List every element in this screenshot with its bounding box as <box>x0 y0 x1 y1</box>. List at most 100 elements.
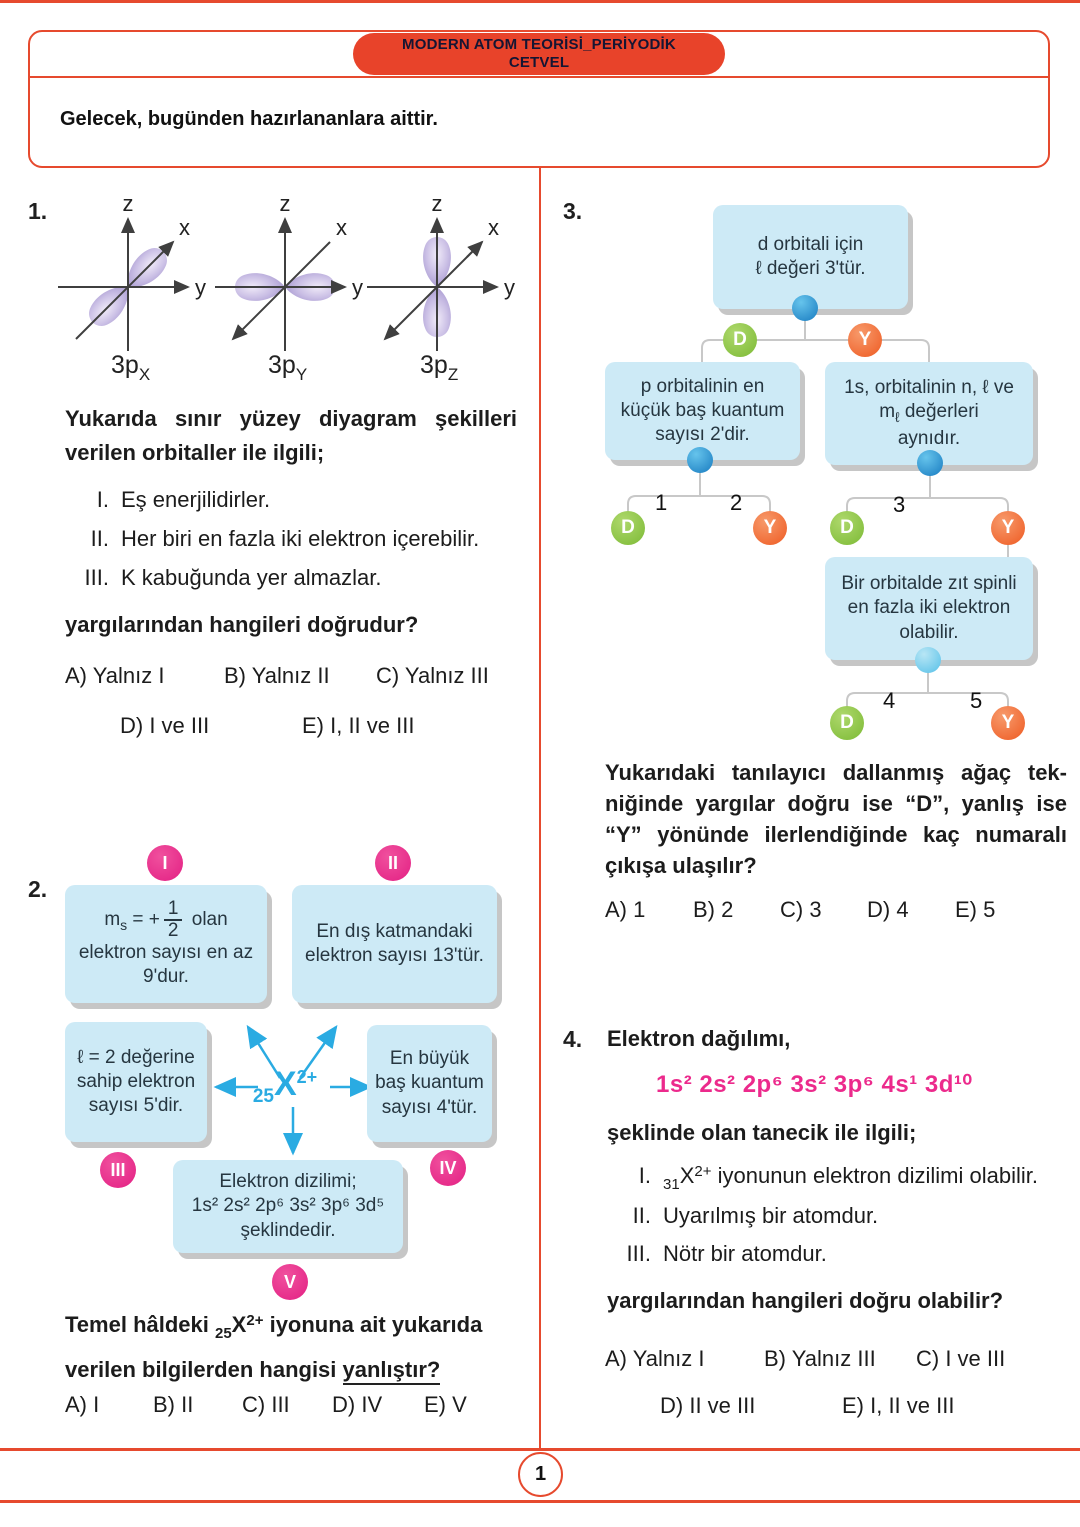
top-border-line <box>0 0 1080 3</box>
q1-item-2: II. Her biri en fazla iki elektron içere… <box>65 526 517 552</box>
q1-stem-line2: verilen orbitaller ile ilgili; <box>65 440 325 465</box>
q3-right-line2: mℓ değerleri <box>879 401 979 425</box>
q2-option-a: A) I <box>65 1392 100 1417</box>
q2-box2-line1: En dış katmandaki <box>316 920 473 942</box>
orbital-3px: z x y 3pX <box>58 193 206 384</box>
item-numeral: I. <box>96 487 109 512</box>
q3-option-a: A) 1 <box>605 897 646 922</box>
q2-badge-4: IV <box>430 1150 466 1186</box>
q3-right-box: 1s, orbitalinin n, ℓ ve mℓ değerleri ayn… <box>825 362 1033 465</box>
q3-option-b: B) 2 <box>693 897 734 922</box>
q3-right-line3: aynıdır. <box>897 427 961 449</box>
item-numeral: II. <box>632 1203 651 1228</box>
q3-leaf-line1: Bir orbitalde zıt spinli <box>841 573 1017 595</box>
branch-d-badge: D <box>830 706 864 740</box>
x-axis-label: x <box>488 215 499 240</box>
x-axis-label: x <box>179 215 190 240</box>
q4-item-1: I. 31X2+ iyonunun elektron dizilimi olab… <box>607 1163 1069 1193</box>
orbital-label: 3pX <box>111 351 150 384</box>
q1-option-c: C) Yalnız III <box>376 663 489 688</box>
q4-item-3: III. Nötr bir atomdur. <box>607 1241 1069 1267</box>
q2-badge-1: I <box>147 845 183 881</box>
x-axis <box>383 241 483 341</box>
tree-node <box>687 447 713 473</box>
q3-question-line1: Yukarıdaki tanılayıcı dallanmış ağaç tek… <box>605 760 1067 785</box>
title-pill: MODERN ATOM TEORİSİ_PERİYODİK CETVEL <box>353 33 725 75</box>
q3-question-line3: “Y” yönünde ilerlendiğinde kaç numaralı <box>605 822 1067 847</box>
page-number: 1 <box>534 1463 547 1485</box>
q2-box3-line1: ℓ = 2 değerine <box>77 1046 195 1068</box>
z-axis-label: z <box>432 193 443 216</box>
item-text: Uyarılmış bir atomdur. <box>663 1203 879 1228</box>
orbital-label: 3pZ <box>420 351 458 384</box>
q4-item-2: II. Uyarılmış bir atomdur. <box>607 1203 1069 1229</box>
q2-box5-line2: 1s² 2s² 2p⁶ 3s² 3p⁶ 3d⁵ <box>191 1195 385 1217</box>
q4-option-a: A) Yalnız I <box>605 1346 705 1371</box>
q4-option-d: D) II ve III <box>660 1393 756 1418</box>
branch-y-badge: Y <box>753 511 787 545</box>
orbital-3py: z x y 3pY <box>215 193 363 384</box>
q1-item-3: III. K kabuğunda yer almazlar. <box>65 565 517 591</box>
q2-box1-line3: 9'dur. <box>143 965 189 987</box>
q3-number: 3. <box>563 198 583 224</box>
q3-leaf-line2: en fazla iki elektron <box>847 597 1011 619</box>
exit-2: 2 <box>730 490 743 515</box>
arrow-up-right <box>298 1024 338 1079</box>
item-text: K kabuğunda yer almazlar. <box>121 565 382 590</box>
y-axis-label: y <box>352 275 363 300</box>
q2-box4-line2: baş kuantum <box>375 1072 484 1094</box>
q2-box1-line2: elektron sayısı en az <box>78 941 254 963</box>
q2-box-4: En büyük baş kuantum sayısı 4'tür. <box>367 1025 492 1142</box>
q4-option-e: E) I, II ve III <box>842 1393 955 1418</box>
q4-electron-config: 1s² 2s² 2p⁶ 3s² 3p⁶ 4s¹ 3d¹⁰ <box>656 1071 973 1098</box>
tree-node <box>792 295 818 321</box>
z-axis-label: z <box>280 193 291 216</box>
arrow-up-left <box>246 1024 282 1079</box>
q2-box-3: ℓ = 2 değerine sahip elektron sayısı 5'd… <box>65 1022 207 1142</box>
q2-box4-line1: En büyük <box>389 1048 470 1070</box>
q3-left-line2: küçük baş kuantum <box>620 399 785 421</box>
column-divider <box>539 168 541 1448</box>
orbital-diagrams: z x y 3pX z x y 3pY z x y <box>58 193 515 384</box>
y-axis-label: y <box>195 275 206 300</box>
item-text: Her biri en fazla iki elektron içerebili… <box>121 526 480 551</box>
q2-question-line2: verilen bilgilerden hangisi yanlıştır? <box>65 1352 520 1388</box>
x-axis <box>75 240 175 340</box>
x-axis-arrow <box>466 240 484 258</box>
orbital-label: 3pY <box>268 351 307 384</box>
q2-box4-line3: sayısı 4'tür. <box>381 1096 478 1118</box>
exit-5: 5 <box>970 688 983 713</box>
q3-question-line2: niğinde yargılar doğru ise “D”, yanlış i… <box>605 791 1067 816</box>
q2-option-c: C) III <box>242 1392 290 1417</box>
tree-node <box>915 647 941 673</box>
item-text: Eş enerjilidirler. <box>121 487 271 512</box>
q2-badge-3: III <box>100 1152 136 1188</box>
branch-y-badge: Y <box>991 511 1025 545</box>
footer-line-top <box>0 1448 1080 1451</box>
q2-box-2: En dış katmandaki elektron sayısı 13'tür… <box>292 885 497 1003</box>
header-box: MODERN ATOM TEORİSİ_PERİYODİK CETVEL Gel… <box>28 30 1050 168</box>
page-number-badge: 1 <box>518 1452 563 1497</box>
q2-number: 2. <box>28 876 48 902</box>
q2-box3-line2: sahip elektron <box>76 1070 196 1092</box>
q1-option-d: D) I ve III <box>120 713 210 738</box>
q1-stem-line1: Yukarıda sınır yüzey diyagram şekilleri <box>65 406 517 431</box>
q3-right-line1: 1s, orbitalinin n, ℓ ve <box>844 376 1014 398</box>
connector <box>846 692 1009 712</box>
page-title-line1: MODERN ATOM TEORİSİ_PERİYODİK <box>402 36 676 53</box>
q3-option-d: D) 4 <box>867 897 909 922</box>
q2-question: Temel hâldeki 25X2+ iyonuna ait yukarıda… <box>65 1303 520 1388</box>
exit-1: 1 <box>655 490 668 515</box>
exit-3: 3 <box>893 492 906 517</box>
q4-stem1: Elektron dağılımı, <box>607 1026 791 1051</box>
q3-root-line1: d orbitali için <box>757 233 864 255</box>
q2-badge-5: V <box>272 1264 308 1300</box>
item-text: Nötr bir atomdur. <box>663 1241 827 1266</box>
q1-question: yargılarından hangileri doğrudur? <box>65 612 419 637</box>
branch-y-badge: Y <box>991 706 1025 740</box>
y-axis-label: y <box>504 275 515 300</box>
q2-box5-line3: şeklindedir. <box>240 1219 336 1241</box>
q1-number: 1. <box>28 198 48 224</box>
header-divider-line <box>30 76 1048 78</box>
